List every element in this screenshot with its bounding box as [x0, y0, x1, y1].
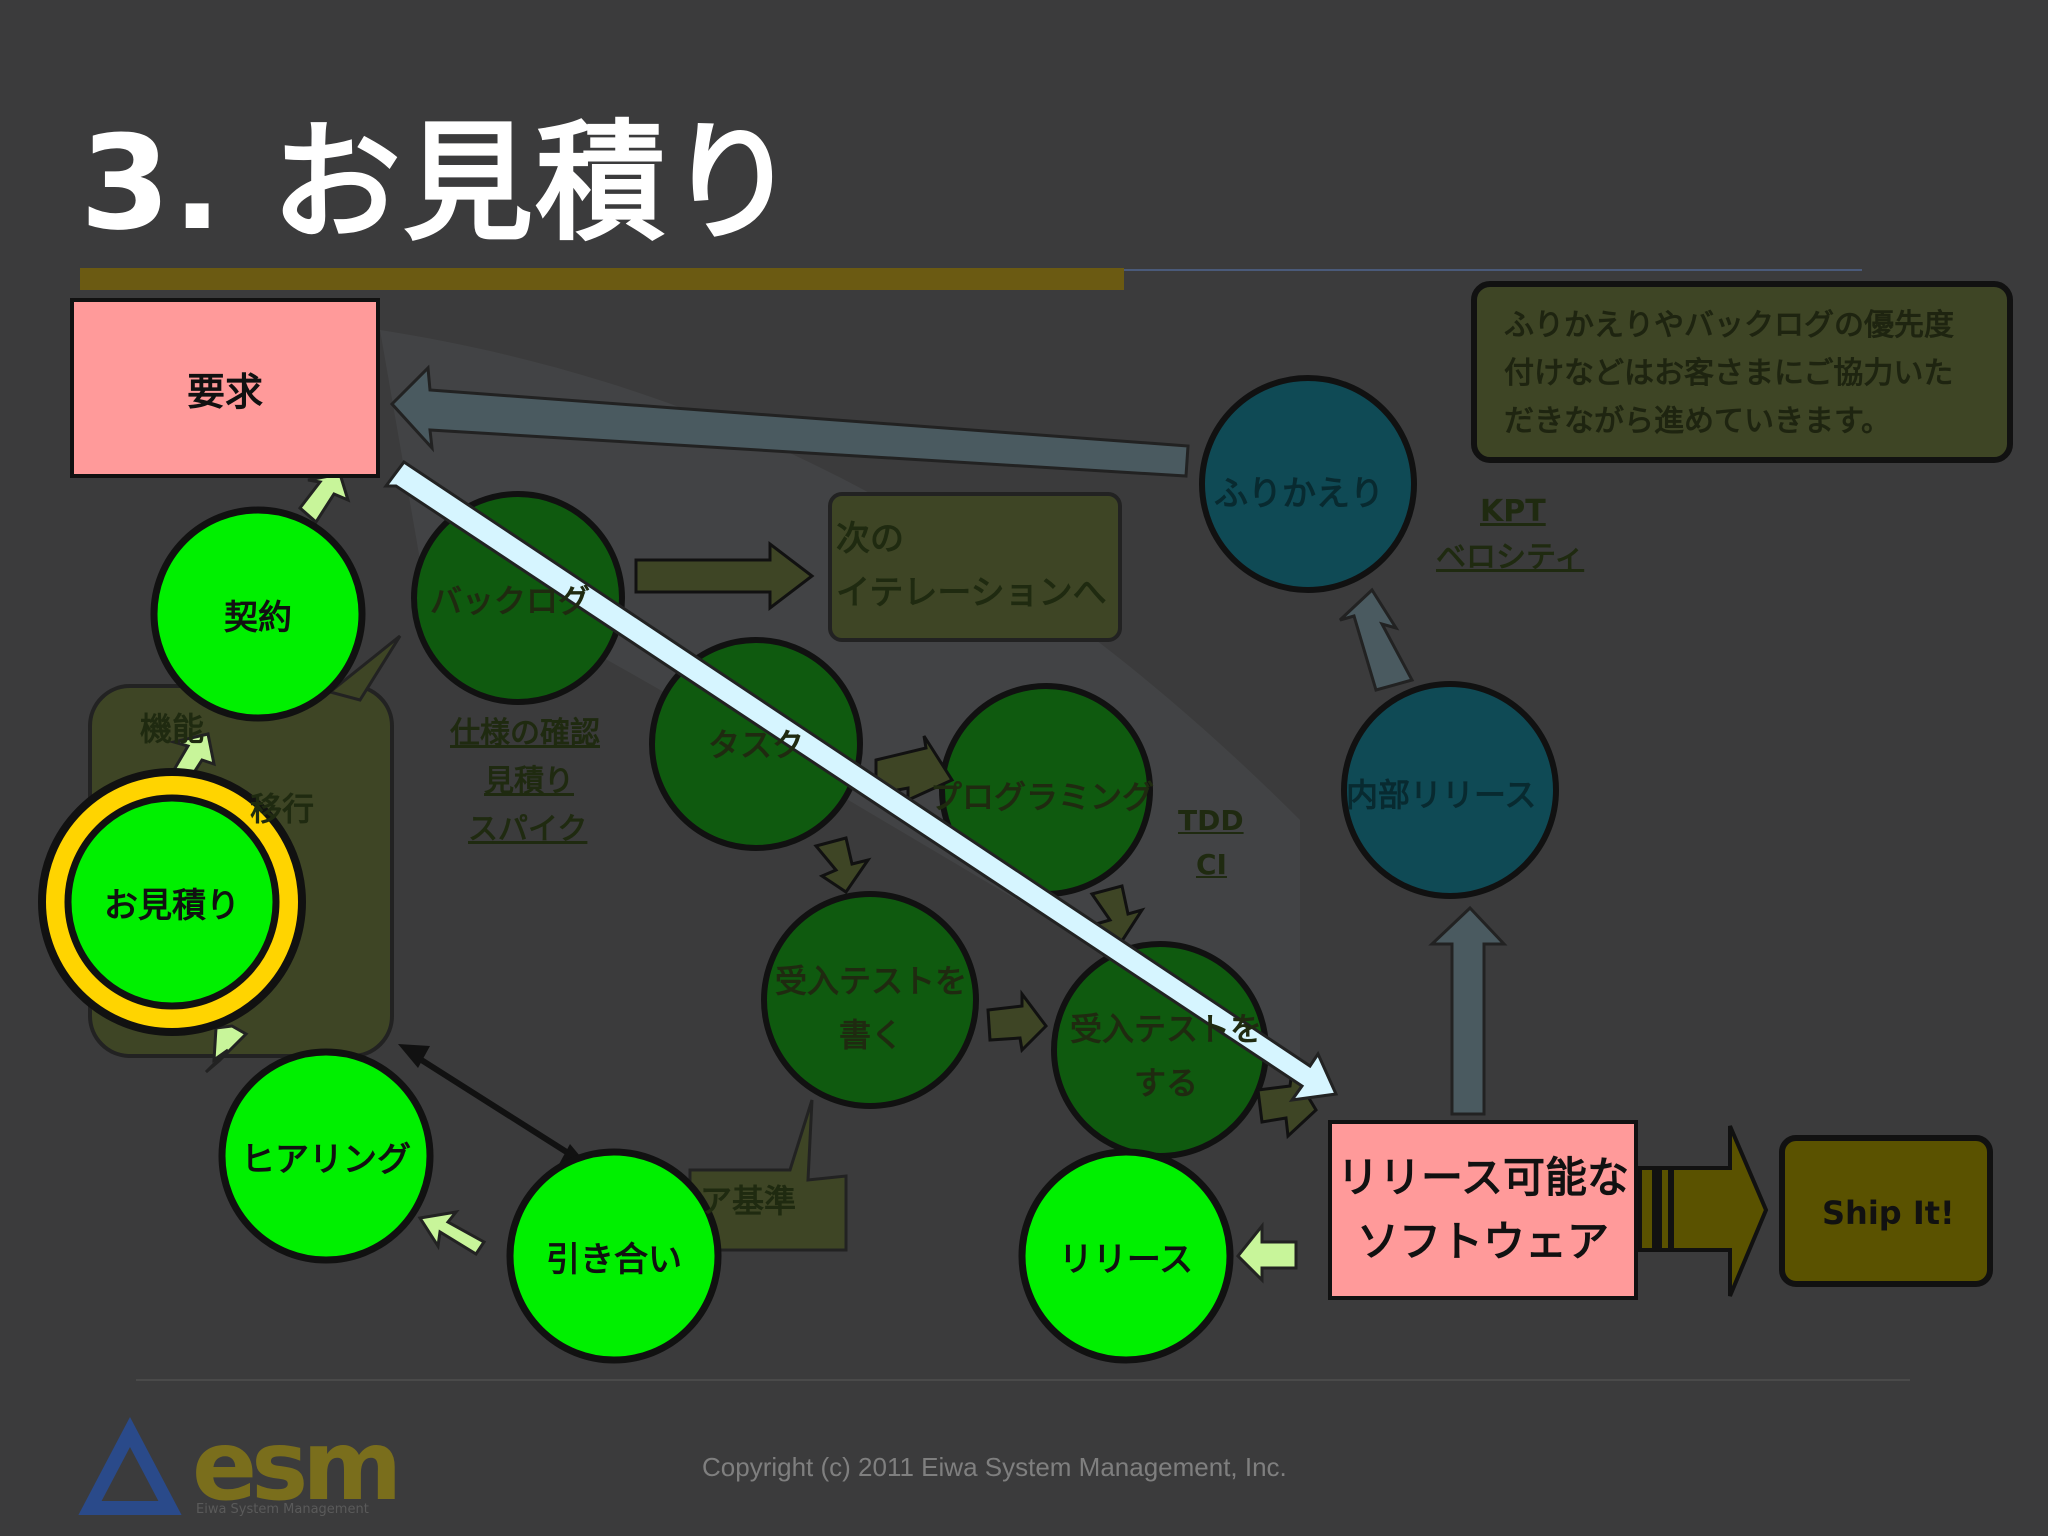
ship-it-box	[1779, 1135, 1993, 1287]
spike-label: スパイク	[468, 812, 588, 847]
migration-label: 移行	[250, 790, 315, 828]
tdd-label: TDD	[1178, 804, 1244, 837]
task-circle	[649, 637, 863, 851]
copyright-text: Copyright (c) 2011 Eiwa System Managemen…	[702, 1452, 1287, 1482]
request-box	[70, 298, 380, 478]
logo-text: esm	[192, 1410, 402, 1522]
features-label: 機能	[140, 710, 205, 748]
contract-circle	[150, 506, 366, 722]
spec-check-label: 仕様の確認	[450, 716, 600, 751]
arrow-inquiry-to-hearing	[417, 1209, 487, 1257]
backlog-circle	[411, 491, 625, 705]
write-acceptance-circle	[761, 891, 979, 1109]
internal-release-circle	[1341, 681, 1559, 899]
arrow-request-to-software	[383, 459, 1339, 1102]
next-iteration-box	[828, 492, 1122, 642]
internal-release-label: 内部リリース	[1346, 776, 1537, 814]
velocity-label: ベロシティ	[1436, 540, 1585, 575]
estimate-check-label: 見積り	[484, 764, 574, 799]
releasable-software-box	[1328, 1120, 1638, 1300]
programming-label: プログラミング	[930, 778, 1155, 816]
hearing-circle	[218, 1048, 434, 1264]
next-iteration-label: 次の イテレーションへ	[836, 519, 1107, 613]
ci-label: CI	[1196, 848, 1227, 881]
logo-icon	[78, 1416, 182, 1515]
task-label: タスク	[708, 726, 805, 764]
estimate-circle	[64, 794, 280, 1010]
retrospective-circle	[1199, 375, 1417, 593]
retrospective-label: ふりかえり	[1214, 474, 1384, 514]
backlog-label: バックログ	[430, 582, 591, 620]
arrow-contract-to-request	[297, 472, 351, 525]
run-acceptance-label: 受入テストを する	[1069, 1010, 1262, 1102]
kpt-label: KPT	[1480, 494, 1546, 529]
arrow-software-to-release	[1235, 1221, 1298, 1284]
note-box	[1471, 281, 2013, 463]
inquiry-circle	[506, 1148, 722, 1364]
release-circle	[1018, 1148, 1234, 1364]
title-underline	[80, 268, 1124, 290]
note-text: ふりかえりやバックログの優先度 付けなどはお客さまにご協力いた だきながら進めて…	[1504, 308, 1954, 439]
logo-subtext: Eiwa System Management	[196, 1502, 369, 1517]
ship-it-label: Ship It!	[1822, 1194, 1955, 1232]
acceptance-criteria-label: ア基準	[700, 1182, 797, 1220]
slide-title: 3. お見積り	[80, 107, 800, 259]
write-acceptance-label: 受入テストを 書く	[774, 962, 967, 1054]
arrow-hearing-to-estimate	[204, 1024, 249, 1074]
